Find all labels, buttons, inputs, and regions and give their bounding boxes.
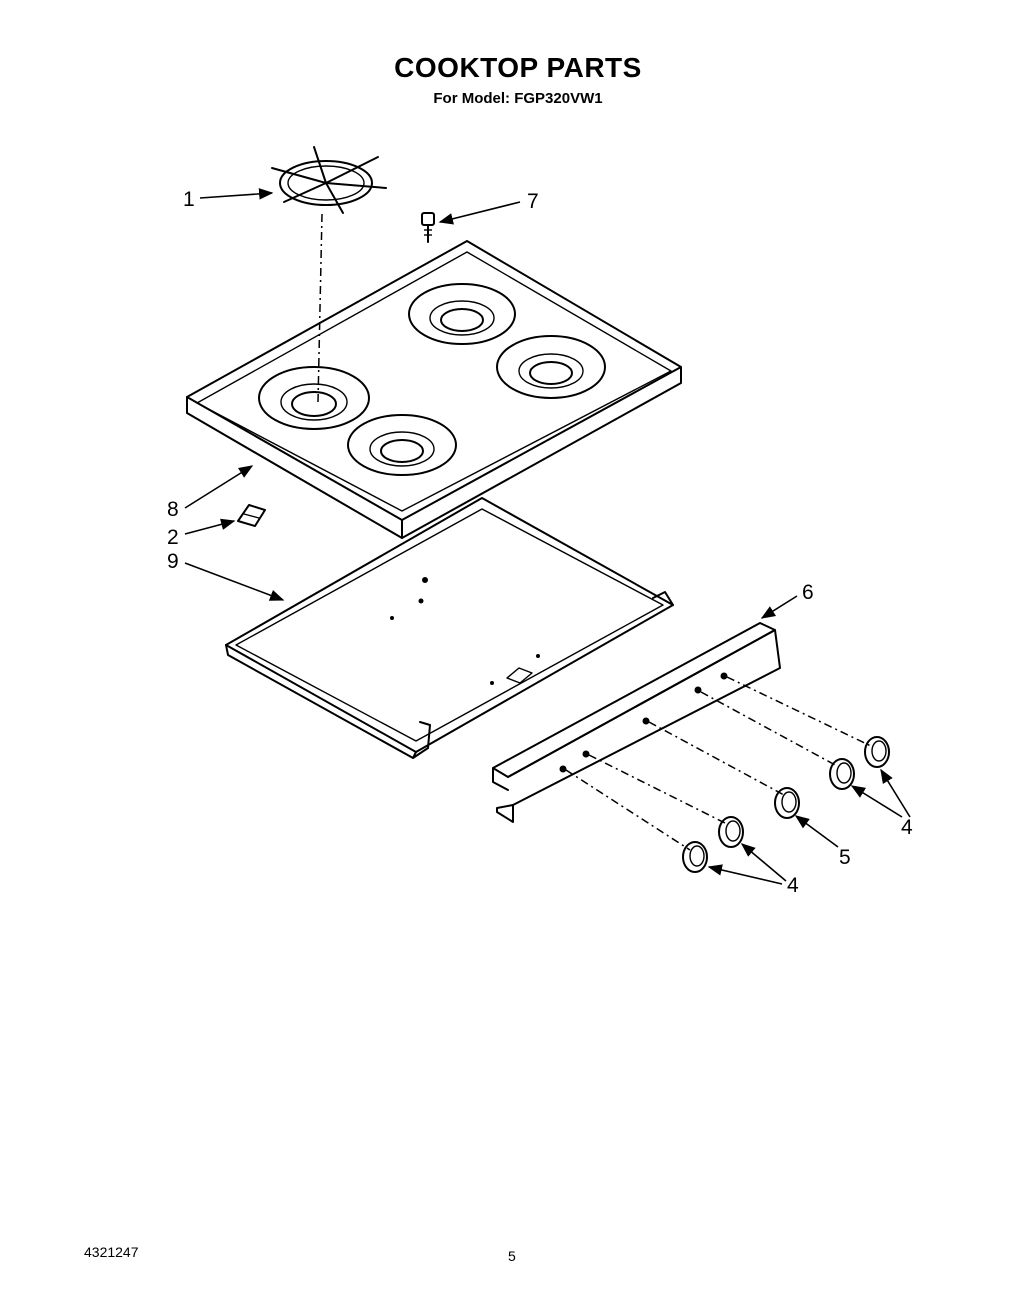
knob-alignment-line-4 [700,691,838,767]
knob-alignment-line-2 [588,754,728,825]
callout-4-left: 4 [787,874,799,897]
callout-9: 9 [167,550,179,573]
callout-1: 1 [183,188,195,211]
leader-6 [760,595,798,619]
leader-5 [794,815,839,848]
clip [237,504,266,527]
grate-alignment-line [317,213,323,403]
leader-1 [199,188,274,200]
leader-7 [438,201,521,225]
burner-bowl-front-left [347,414,457,476]
manifold-panel [492,622,781,823]
center-knob [774,787,800,819]
screw [421,212,435,243]
leader-4a-2 [850,785,903,818]
leader-4a-1 [880,768,911,818]
knob-alignment-line-3 [648,721,785,796]
burner-bowl-rear-right [408,283,516,345]
leader-8 [184,465,254,509]
callout-2: 2 [167,526,179,549]
leader-4b-2 [707,864,783,885]
page-title: COOKTOP PARTS [394,52,642,83]
callout-5: 5 [839,846,851,869]
callout-8: 8 [167,498,179,521]
callout-6: 6 [802,581,814,604]
burner-knob-4 [864,736,890,768]
burner-knob-3 [829,758,855,790]
cooktop [186,240,682,539]
burner-bowl-front-right [496,335,606,399]
model-subtitle: For Model: FGP320VW1 [433,90,603,107]
burner-knob-2 [718,816,744,848]
knob-alignment-line-5 [726,676,874,748]
leader-9 [184,562,285,601]
document-code: 4321247 [84,1244,139,1260]
burner-grate [271,146,387,214]
callout-4-right: 4 [901,816,913,839]
burner-bowl-rear-left [258,366,370,430]
page-number: 5 [508,1248,516,1264]
burner-knob-1 [682,841,708,873]
burner-box [225,497,674,759]
leader-4b-1 [740,843,787,882]
callout-7: 7 [527,190,539,213]
leader-2 [184,518,236,535]
knob-alignment-line-1 [565,769,691,851]
